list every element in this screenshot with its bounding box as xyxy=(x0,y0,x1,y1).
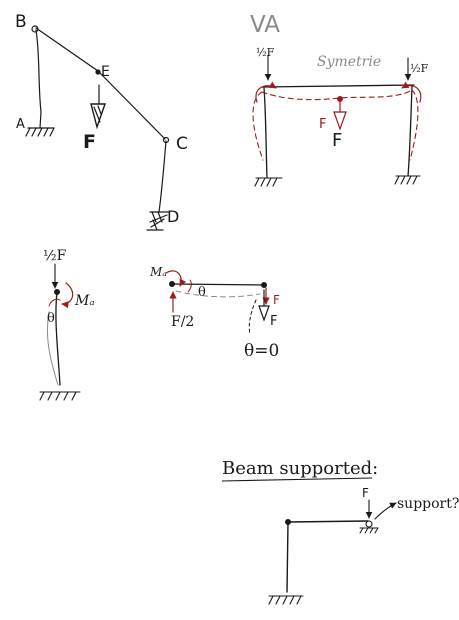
beam-main xyxy=(171,283,265,286)
column-sketch xyxy=(39,263,81,401)
beam-moment-label: Mₐ xyxy=(149,265,167,279)
sym-left-load-label: ½F xyxy=(256,46,275,59)
supported-title-underline xyxy=(221,477,373,482)
sym-right-deflected-column xyxy=(409,89,419,161)
member-c-d xyxy=(158,140,167,213)
beam-angle-label: θ xyxy=(198,285,206,300)
beam-condition-label: θ=0 xyxy=(244,341,279,361)
col-column-trace xyxy=(46,311,59,386)
label-point-a: A xyxy=(16,117,25,132)
col-angle-mark xyxy=(48,298,61,307)
sym-beam xyxy=(261,84,415,88)
col-angle-label: θ xyxy=(47,311,55,326)
sym-center-force-arrow-icon xyxy=(333,101,347,131)
supported-column xyxy=(286,521,289,593)
sym-left-deflected-column xyxy=(252,91,264,161)
label-point-b: B xyxy=(15,12,27,32)
supported-roller-support-icon xyxy=(359,527,379,534)
joint-e xyxy=(95,69,101,75)
label-point-d: D xyxy=(167,207,179,226)
member-b-a xyxy=(35,29,42,129)
member-b-c xyxy=(35,27,166,140)
frame-sketch xyxy=(25,25,170,231)
beam-angle-mark xyxy=(187,279,192,293)
sym-center-load-black-label: F xyxy=(332,130,342,151)
beam-dashed-column xyxy=(248,299,257,335)
beam-end-red-label: F xyxy=(273,293,280,307)
joint-c xyxy=(162,136,170,144)
beam-right-node xyxy=(261,282,267,288)
sym-left-column xyxy=(263,87,268,179)
col-support-icon xyxy=(39,391,81,401)
label-force-f: F xyxy=(83,131,96,153)
col-load-label: ½F xyxy=(43,248,67,264)
beam-moment-icon xyxy=(165,270,187,287)
supported-force-label: F xyxy=(362,486,369,500)
support-a-icon xyxy=(25,127,55,137)
sym-right-load-label: ½F xyxy=(410,62,429,75)
sym-left-support-icon xyxy=(254,177,283,187)
beam-sketch xyxy=(165,270,270,335)
supported-sketch xyxy=(268,499,397,605)
sym-right-column xyxy=(407,85,413,177)
beam-left-node xyxy=(169,281,175,287)
supported-beam xyxy=(287,520,369,523)
symmetry-sketch xyxy=(252,54,422,187)
col-top-node xyxy=(54,289,60,295)
label-point-c: C xyxy=(176,134,188,154)
col-column xyxy=(55,291,61,386)
supported-roller-icon xyxy=(365,520,373,528)
supported-note-arrow-icon xyxy=(374,502,397,520)
supported-base-support-icon xyxy=(268,595,304,605)
beam-end-black-label: F xyxy=(270,314,277,329)
beam-deflected xyxy=(175,290,261,298)
support-d-icon xyxy=(146,211,169,231)
hinge-b xyxy=(31,25,39,33)
supported-note-label: support? xyxy=(397,496,459,512)
supported-title: Beam supported: xyxy=(222,458,378,479)
sym-title: VA xyxy=(250,12,280,38)
sym-right-moment-icon xyxy=(401,81,422,103)
supported-corner-node xyxy=(285,519,291,525)
sym-center-node xyxy=(337,96,343,102)
col-moment-icon xyxy=(61,282,74,309)
beam-reaction-label: F/2 xyxy=(171,314,194,330)
col-moment-label: Mₐ xyxy=(74,293,95,309)
sym-deflected-beam xyxy=(261,89,413,101)
label-point-e: E xyxy=(101,64,110,80)
sym-left-moment-icon xyxy=(255,81,277,103)
sym-center-load-red-label: F xyxy=(319,117,326,132)
force-f-arrow-icon xyxy=(90,84,106,130)
sym-right-support-icon xyxy=(394,175,421,185)
sym-symmetry-note: Symetrie xyxy=(317,54,381,70)
beam-end-black-arrow-icon xyxy=(258,289,270,322)
